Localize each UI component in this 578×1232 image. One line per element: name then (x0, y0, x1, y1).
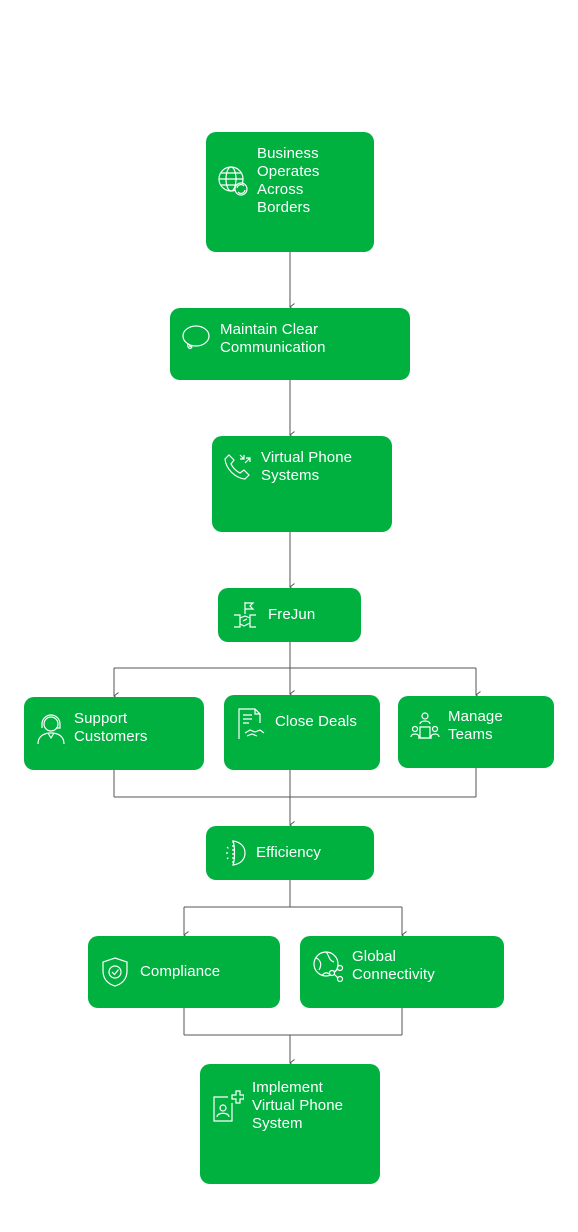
node-maintain-clear-communication: Maintain Clear Communication (170, 308, 410, 380)
node-label: Global Connectivity (352, 948, 435, 983)
node-efficiency: Efficiency (206, 826, 374, 880)
node-label: Manage Teams (448, 708, 503, 743)
node-label: Support Customers (74, 710, 148, 745)
team-meeting-icon (410, 710, 440, 749)
speech-bubble-icon (181, 323, 211, 358)
node-label: Maintain Clear Communication (220, 321, 326, 356)
global-network-icon (312, 950, 344, 989)
node-label: Implement Virtual Phone System (252, 1079, 344, 1132)
node-close-deals: Close Deals (224, 695, 380, 770)
node-label: Efficiency (256, 844, 321, 861)
node-manage-teams: Manage Teams (398, 696, 554, 768)
node-label: Business Operates Across Borders (257, 145, 320, 216)
support-agent-icon (36, 712, 66, 751)
phone-call-icon (223, 451, 253, 486)
shield-check-icon (100, 956, 130, 993)
node-label: FreJun (268, 606, 316, 623)
node-compliance: Compliance (88, 936, 280, 1008)
efficiency-icon (220, 838, 246, 873)
node-virtual-phone-systems: Virtual Phone Systems (212, 436, 392, 532)
handshake-flag-icon (232, 600, 258, 635)
node-label: Close Deals (275, 713, 357, 730)
node-implement-virtual-phone-system: Implement Virtual Phone System (200, 1064, 380, 1184)
node-support-customers: Support Customers (24, 697, 204, 770)
globe-sync-icon (217, 165, 249, 202)
node-label: Compliance (140, 963, 221, 980)
contract-handshake-icon (235, 707, 265, 746)
add-user-device-icon (212, 1089, 244, 1128)
node-frejun: FreJun (218, 588, 361, 642)
node-global-connectivity: Global Connectivity (300, 936, 504, 1008)
node-label: Virtual Phone Systems (261, 449, 353, 484)
node-business-operates-across-borders: Business Operates Across Borders (206, 132, 374, 252)
